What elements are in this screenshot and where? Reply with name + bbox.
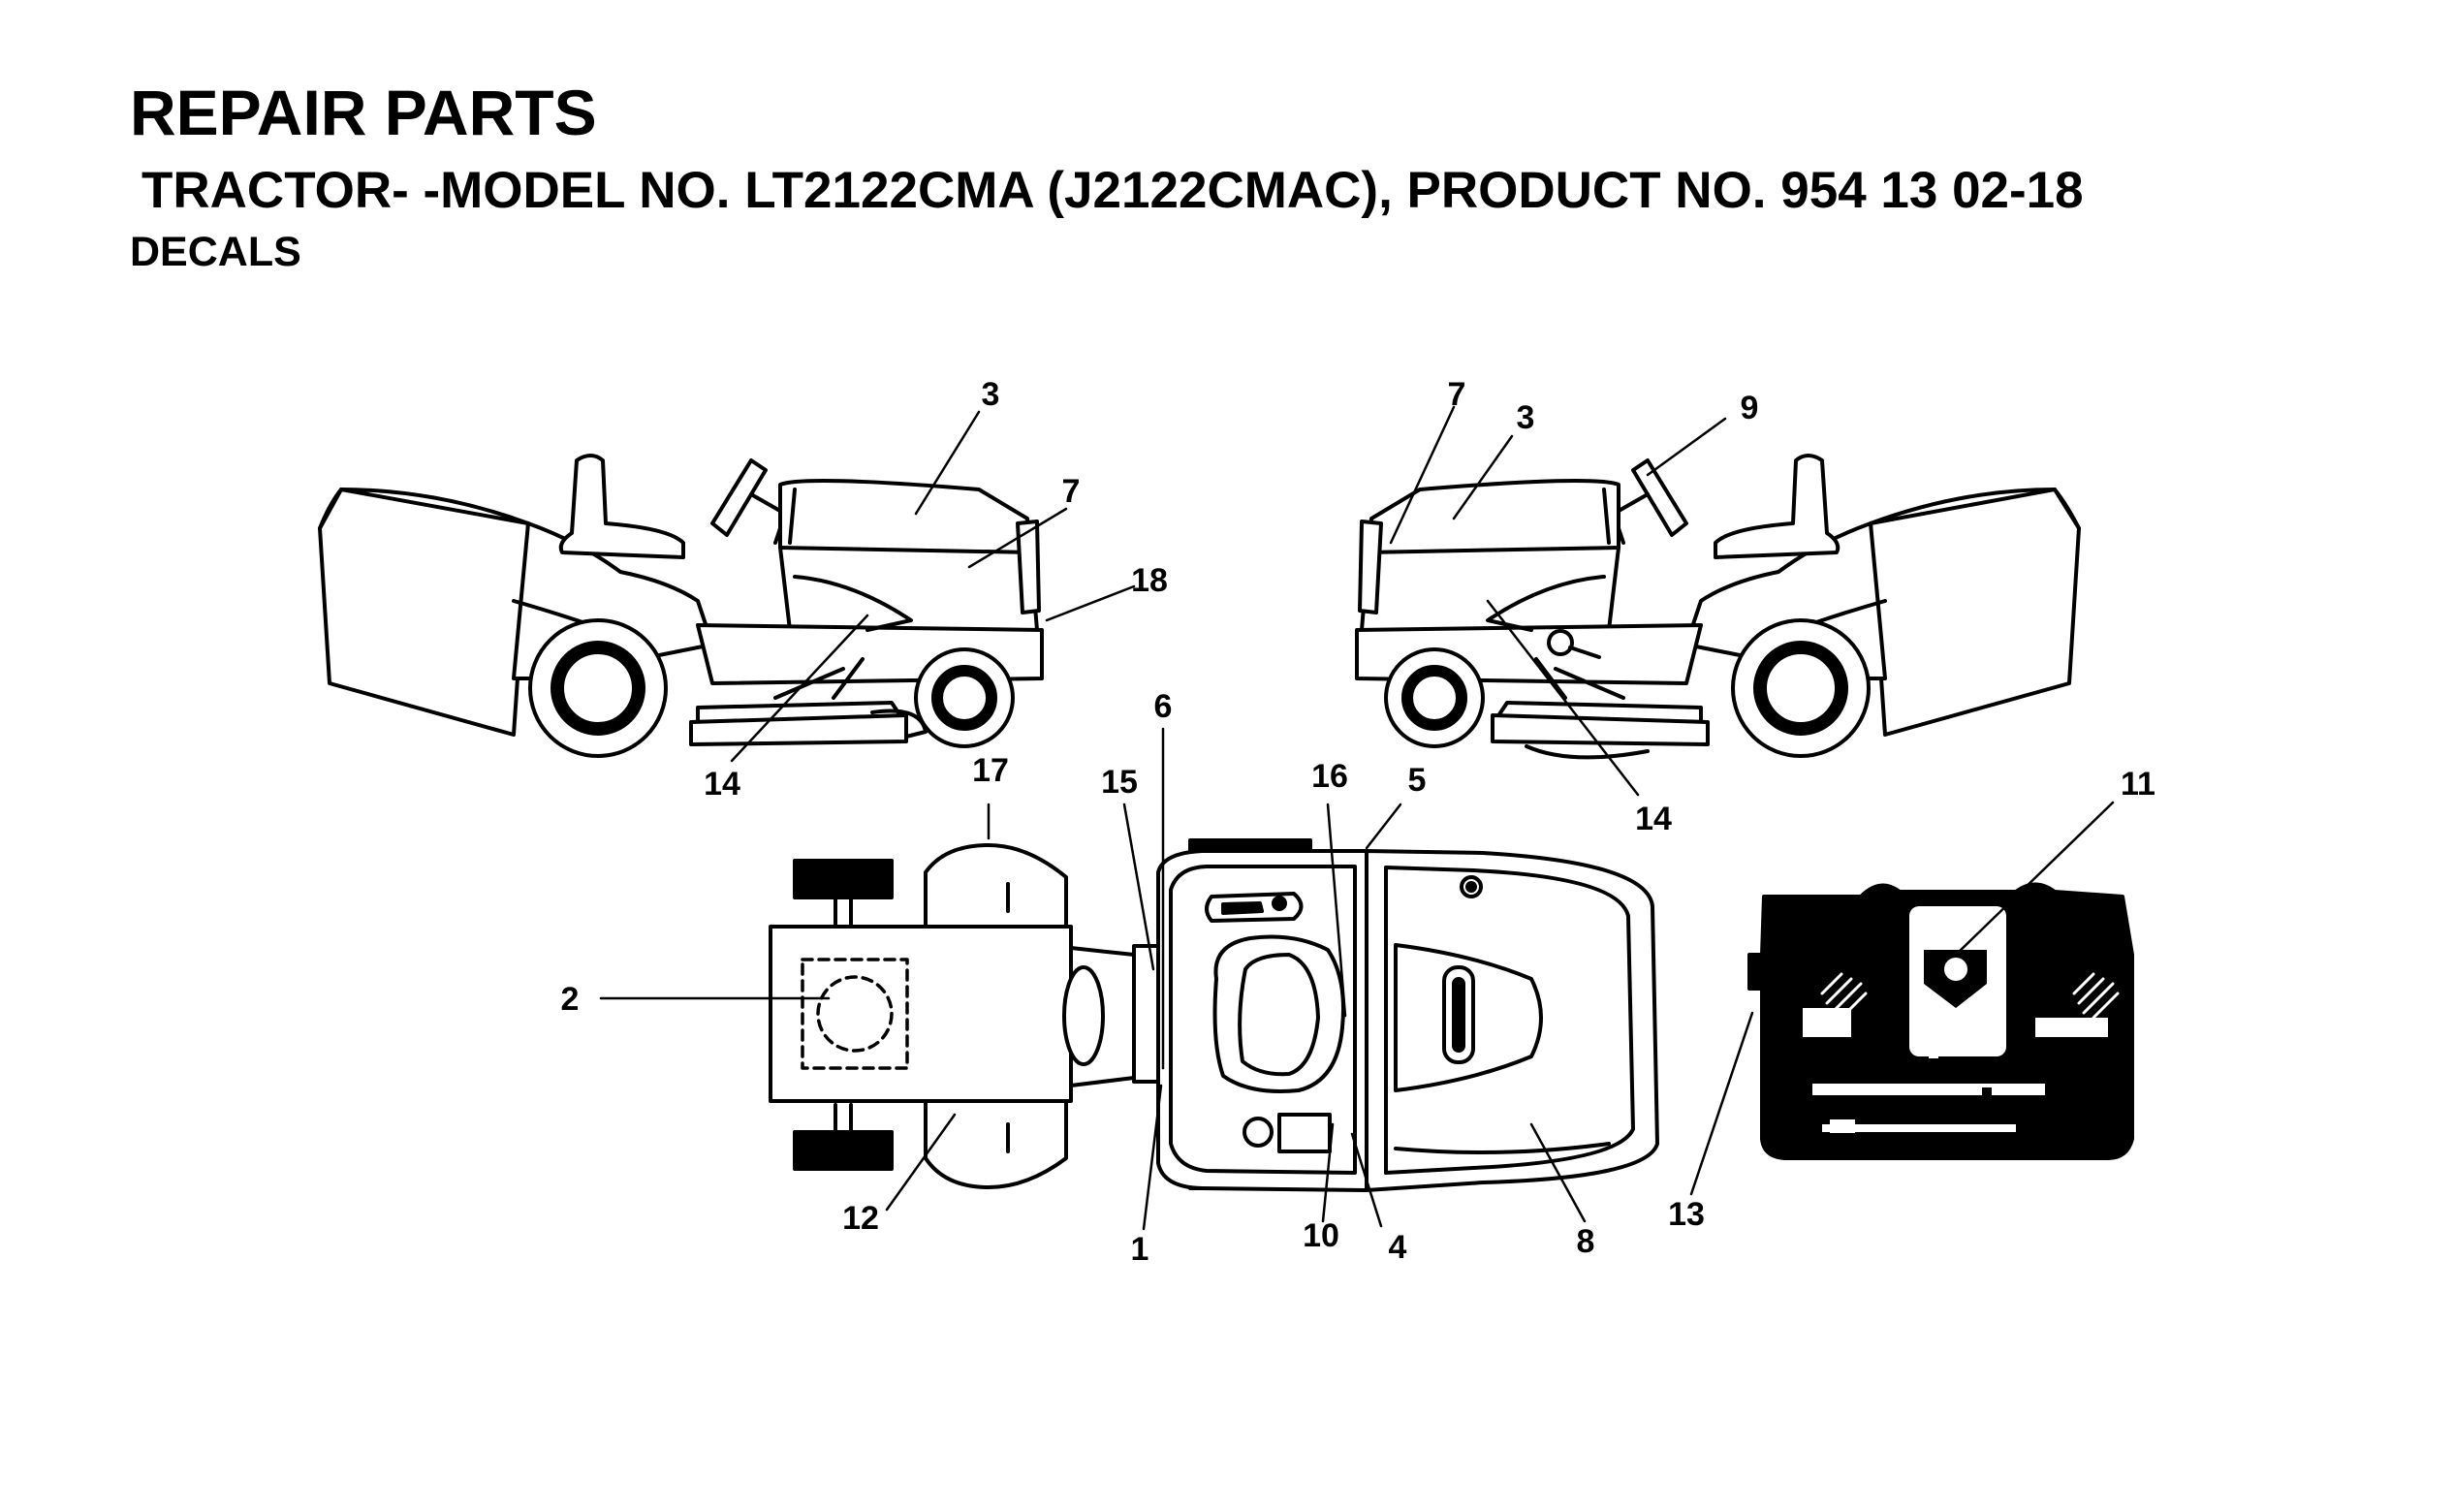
- tractor-dash-view: [1747, 882, 2134, 1160]
- callout-label: 4: [1389, 1229, 1407, 1266]
- callout-label: 7: [1448, 376, 1466, 413]
- callout-label: 2: [561, 981, 580, 1018]
- callout-label: 14: [1635, 801, 1672, 837]
- callout-label: 5: [1408, 762, 1427, 799]
- callout-label: 8: [1577, 1223, 1595, 1260]
- callout-label: 15: [1101, 764, 1138, 801]
- callout-label: 16: [1311, 758, 1348, 795]
- callout-label: 3: [1517, 399, 1535, 436]
- page-title: REPAIR PARTS: [130, 77, 597, 148]
- leader-lines: [599, 405, 2115, 1231]
- callout-label: 3: [982, 376, 1000, 413]
- callout-label: 1: [1131, 1231, 1149, 1268]
- callout-label: 11: [2121, 766, 2155, 803]
- tractor-top-view: [769, 838, 1659, 1192]
- callout-label: 9: [1741, 390, 1759, 426]
- section-heading: DECALS: [130, 229, 301, 275]
- callout-label: 10: [1303, 1217, 1339, 1254]
- model-subtitle: TRACTOR- -MODEL NO. LT2122CMA (J2122CMAC…: [142, 162, 2084, 219]
- callout-label: 14: [704, 766, 740, 803]
- callout-label: 7: [1062, 473, 1081, 510]
- tractor-right-side-view: [1355, 454, 2081, 760]
- callout-label: 6: [1154, 688, 1173, 725]
- callout-label: 17: [972, 752, 1009, 789]
- callout-label: 13: [1668, 1196, 1705, 1233]
- callout-label: 12: [842, 1200, 879, 1237]
- tractor-left-side-view: [318, 454, 1044, 758]
- callout-label: 18: [1131, 562, 1168, 599]
